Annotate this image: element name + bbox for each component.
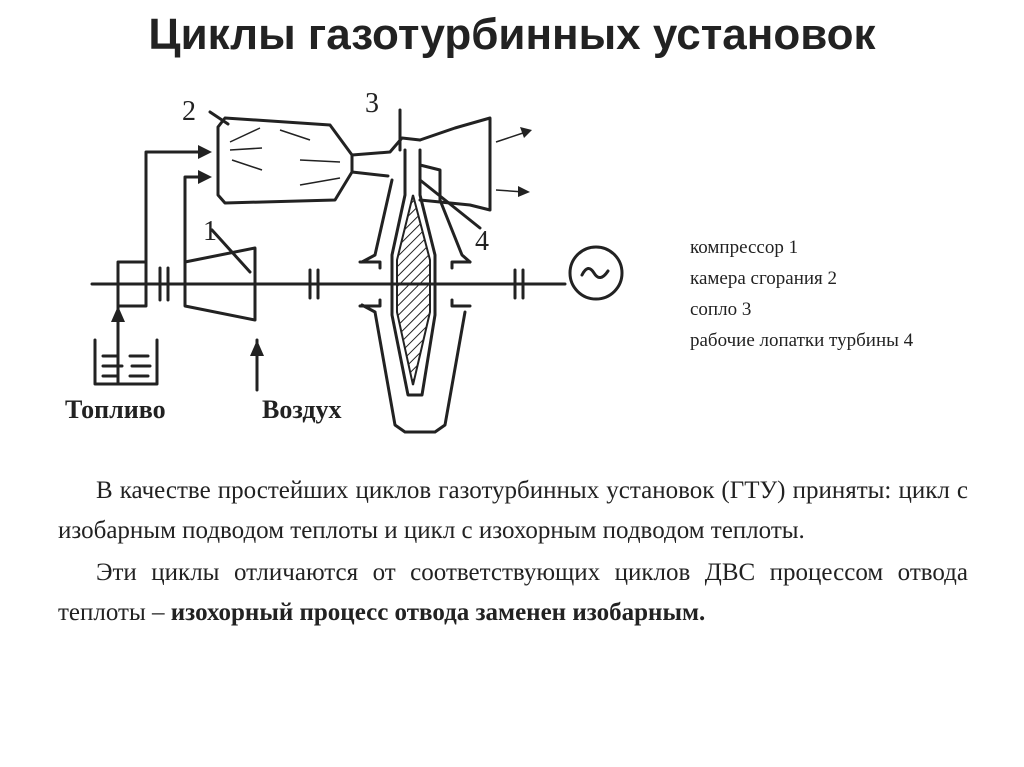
- label-air: Воздух: [262, 395, 341, 424]
- label-fuel: Топливо: [65, 395, 166, 424]
- paragraph-1: В качестве простейших циклов газотурбинн…: [58, 477, 968, 544]
- fuel-pump: [116, 260, 148, 308]
- paragraph-2-bold: изохорный процесс отвода заменен изобарн…: [170, 599, 706, 626]
- body-text: В качестве простейших циклов газотурбинн…: [58, 471, 968, 635]
- label-3: 3: [365, 88, 379, 119]
- fuel-tank: [93, 338, 159, 386]
- label-1: 1: [203, 216, 217, 247]
- turbine-casing: [360, 163, 472, 434]
- gas-turbine-schematic: 2 3 4 1 Топливо Воздух: [65, 88, 624, 434]
- legend-item: камера сгорания 2: [690, 268, 838, 289]
- label-2: 2: [182, 96, 196, 127]
- exhaust-duct: [418, 116, 492, 212]
- fuel-inlet-arrow: [198, 145, 212, 159]
- paragraph-2-plain: Эти циклы отличаются от соответствующих …: [58, 559, 968, 626]
- legend-item: сопло 3: [690, 299, 752, 320]
- turbine-rotor: [396, 194, 431, 386]
- label-4: 4: [475, 226, 489, 257]
- paragraph-2: Эти циклы отличаются от соответствующих …: [58, 553, 968, 633]
- legend-item: рабочие лопатки турбины 4: [690, 330, 914, 351]
- component-legend: компрессор 1 камера сгорания 2 сопло 3 р…: [690, 232, 913, 356]
- legend-item: компрессор 1: [690, 237, 799, 258]
- generator: [568, 245, 624, 301]
- nozzle: [350, 136, 422, 157]
- slide-title: Циклы газотурбинных установок: [148, 10, 876, 59]
- combustion-chamber: [216, 116, 354, 205]
- air-inlet-arrow: [198, 170, 212, 184]
